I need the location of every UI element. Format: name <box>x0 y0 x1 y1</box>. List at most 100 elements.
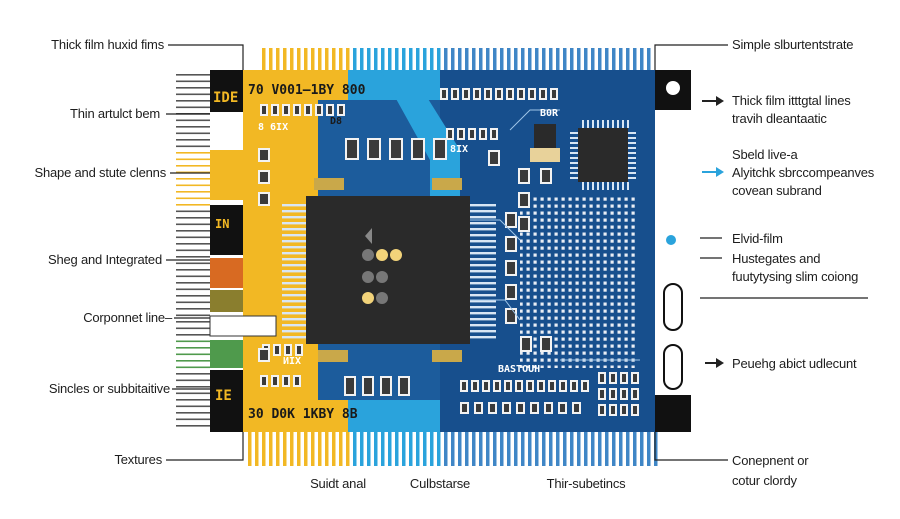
pin-top <box>318 48 322 72</box>
small-component-core <box>600 406 604 414</box>
small-component-core <box>520 194 528 206</box>
small-component-core <box>611 406 615 414</box>
pin-bottom <box>332 432 336 466</box>
small-component-core <box>435 140 445 158</box>
chip-pin-right <box>470 252 496 255</box>
chip2-pin-top <box>592 120 594 128</box>
chip-pin-right <box>470 258 496 261</box>
small-component-core <box>391 140 401 158</box>
pin-top <box>584 48 588 72</box>
pin-left <box>176 256 210 258</box>
chip-pin-left <box>282 324 306 327</box>
pin-left <box>176 334 210 336</box>
pin-top <box>500 48 504 72</box>
arrow-right-icon <box>702 96 724 106</box>
label-bottom-1: Suidt anal <box>310 476 366 491</box>
pin-top <box>605 48 609 72</box>
pin-bottom <box>248 432 252 466</box>
pin-left <box>176 288 210 291</box>
label-left-7: Textures <box>114 452 162 467</box>
chip2-pin-right <box>628 142 636 144</box>
chip-pin-left <box>282 216 306 219</box>
pin-left <box>176 223 210 226</box>
board-code-d: B0R <box>540 108 559 119</box>
small-component-core <box>262 377 266 385</box>
pin-left <box>176 93 210 96</box>
chip-pin-left <box>282 288 306 291</box>
label-right-1: Simple slburtentstrate <box>732 37 854 52</box>
board-code-f: ИIX <box>283 356 301 367</box>
pin-top <box>395 48 399 72</box>
pin-top <box>612 48 616 72</box>
pin-bottom <box>486 432 490 466</box>
label-right-7b: cotur clordy <box>732 473 797 488</box>
left-connector-pins <box>176 74 210 427</box>
small-component-core <box>530 90 534 98</box>
small-component-core <box>495 382 499 390</box>
chip-pin-left <box>282 264 306 267</box>
pin-left <box>176 132 210 135</box>
pin-bottom <box>640 432 644 466</box>
small-component-core <box>633 390 637 398</box>
pin-left <box>176 399 210 401</box>
chip-pin-right <box>470 240 496 243</box>
small-component-core <box>484 382 488 390</box>
pin-top <box>577 48 581 72</box>
pin-bottom <box>451 432 455 466</box>
small-component-core <box>317 106 321 114</box>
small-component-core <box>518 404 523 412</box>
pin-bottom <box>619 432 623 466</box>
pin-top <box>360 48 364 72</box>
small-component-core <box>600 374 604 382</box>
pin-left <box>176 217 210 219</box>
pin-bottom <box>381 432 385 466</box>
diagonal-trace <box>380 70 460 200</box>
label-bottom-2: Culbstarse <box>409 476 471 491</box>
chip-pin-right <box>470 276 496 279</box>
label-right-5b: fuutytysing slim coiong <box>732 269 859 284</box>
chip2-pin-bottom <box>617 182 619 190</box>
chip2-pin-right <box>628 177 636 179</box>
small-component-core <box>284 106 288 114</box>
pin-bottom <box>633 432 637 466</box>
pin-left <box>176 327 210 330</box>
chip-pin-left <box>282 222 306 225</box>
small-component-core <box>497 90 501 98</box>
pin-bottom <box>437 432 441 466</box>
chip-pin-left <box>282 336 306 339</box>
pin-left <box>176 119 210 122</box>
pin-left <box>176 386 210 388</box>
small-component-core <box>611 374 615 382</box>
pin-top <box>486 48 490 72</box>
chip-pin-right <box>470 270 496 273</box>
small-component-core <box>507 310 515 322</box>
chip2-pin-right <box>628 152 636 154</box>
chip-pin-left <box>282 270 306 273</box>
chip2-pin-top <box>582 120 584 128</box>
pin-left <box>176 74 210 76</box>
chip2-pin-bottom <box>587 182 589 190</box>
small-component-core <box>560 404 565 412</box>
chip-pin-right <box>470 318 496 321</box>
chip-pin-left <box>282 312 306 315</box>
chip2-pin-bottom <box>582 182 584 190</box>
pin-top <box>325 48 329 72</box>
small-component-core <box>492 130 496 138</box>
small-component-core <box>506 382 510 390</box>
chip-pin-right <box>470 282 496 285</box>
pin-bottom <box>626 432 630 466</box>
pin-top <box>339 48 343 72</box>
board-banner-top: 70 V001–1BY 800 <box>248 83 366 98</box>
pin-left <box>176 106 210 109</box>
chip-pin-right <box>470 264 496 267</box>
chip-pin-right <box>470 204 496 207</box>
chip-pin-left <box>282 246 306 249</box>
pin-left <box>176 178 210 180</box>
chip2-pin-top <box>622 120 624 128</box>
small-component-core <box>561 382 565 390</box>
pin-bottom <box>563 432 567 466</box>
chip2-pin-left <box>570 177 578 179</box>
pin-left <box>176 321 210 323</box>
chip-pin-left <box>282 240 306 243</box>
pin-top <box>633 48 637 72</box>
